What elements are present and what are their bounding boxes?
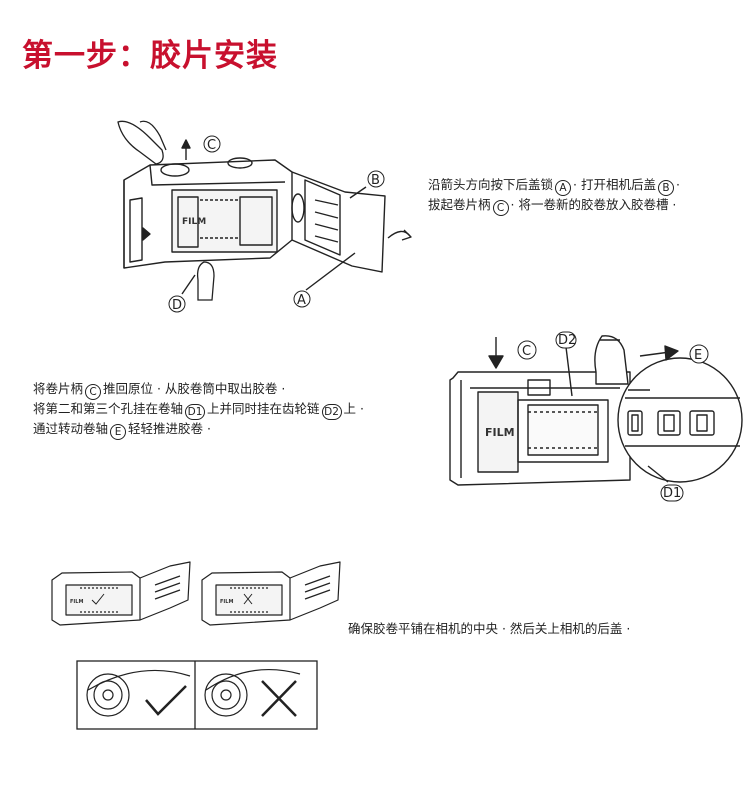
marker-a: A [555,180,572,196]
marker-e: E [110,424,127,440]
label-d2: D2 [558,333,576,348]
label-a: A [297,293,306,308]
film-label-4: FILM [220,599,233,605]
marker-d1: D1 [185,404,206,420]
label-c-2: C [522,344,531,359]
marker-c: C [492,200,509,216]
page-title: 第一步：胶片安装 [22,38,278,74]
marker-b: B [657,180,674,196]
label-b: B [371,173,380,188]
label-d1: D1 [663,486,681,501]
label-e: E [694,348,702,363]
label-c: C [207,138,216,153]
cross-icon-small [243,593,253,605]
film-label-3: FILM [70,599,83,605]
film-label-1: FILM [182,217,206,227]
check-icon-small [91,593,105,605]
cross-icon [261,680,297,717]
marker-d2: D2 [321,404,342,420]
step3-instructions: 确保胶卷平铺在相机的中央 · 然后关上相机的后盖 · [348,621,631,636]
check-icon [145,685,187,716]
label-d: D [172,298,182,313]
film-label-2: FILM [485,426,515,439]
marker-c: C [85,384,102,400]
